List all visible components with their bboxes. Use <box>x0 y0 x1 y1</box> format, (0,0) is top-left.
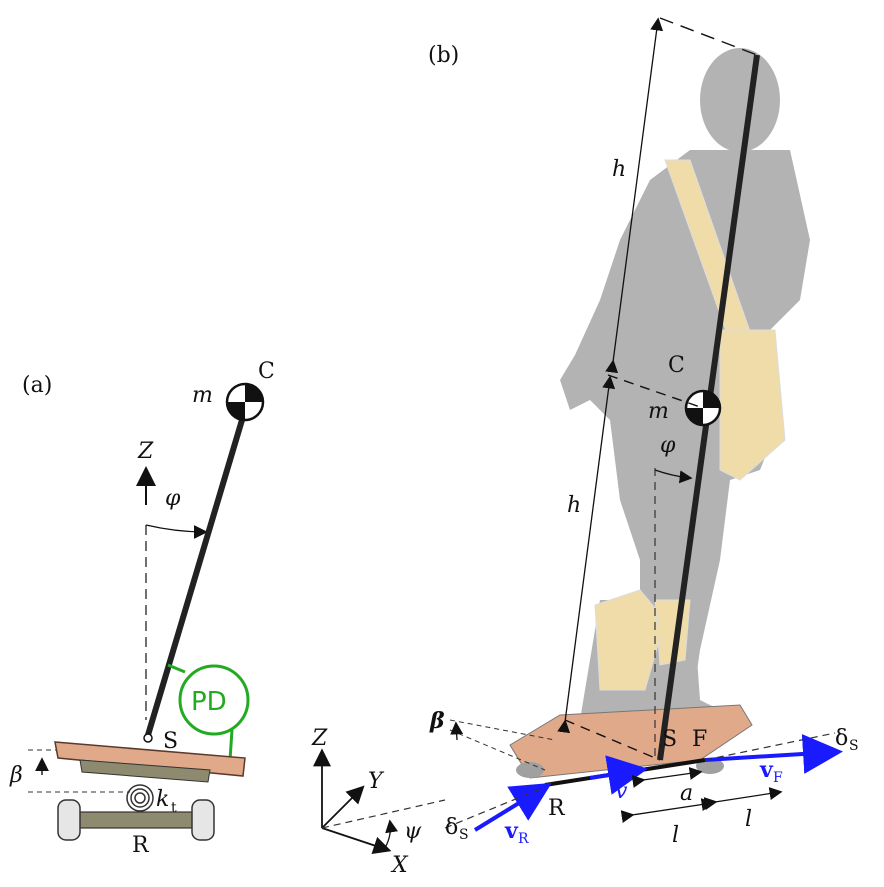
height-upper-label: h <box>612 157 626 182</box>
height-lower-label: h <box>567 493 581 518</box>
lean-angle-arc-b <box>654 469 693 484</box>
offset-a-label: a <box>680 781 693 806</box>
rider-accessories <box>594 159 786 691</box>
tilt-label: β <box>9 763 23 788</box>
rear-axle-label: R <box>132 833 150 858</box>
spring-sub-label: t <box>171 800 177 816</box>
pd-controller-label: PD <box>191 687 227 717</box>
lean-angle-label: φ <box>165 486 181 511</box>
rear-axle <box>75 811 197 829</box>
torsion-spring-icon <box>126 784 154 812</box>
rear-velocity-sub: R <box>518 831 529 847</box>
mass-label: m <box>192 383 213 408</box>
panel-b: (b) C m <box>311 17 859 878</box>
tilt-reference-b1 <box>449 729 546 771</box>
center-of-mass-icon-b <box>684 389 722 427</box>
truck-baseplate <box>79 759 211 783</box>
pendulum-rod <box>145 419 245 736</box>
length-l2-dimension <box>703 787 783 811</box>
front-velocity-label: v <box>759 757 774 783</box>
tilt-arrow-b <box>450 721 464 741</box>
length-l2-label: l <box>745 807 752 832</box>
height-dimension-lower <box>557 375 616 734</box>
pd-controller-circle <box>178 664 250 736</box>
length-l1-dimension <box>620 798 715 823</box>
skateboard-deck <box>54 741 246 777</box>
panel-b-label: (b) <box>428 43 459 68</box>
frame-z-label: Z <box>311 726 328 751</box>
front-steer-reference <box>704 732 836 761</box>
lean-angle-arc <box>145 524 208 539</box>
yaw-label: ψ <box>404 819 422 844</box>
joint-s-label-b: S <box>662 727 677 752</box>
rear-steer-label: δ <box>445 815 458 840</box>
rear-steer-reference <box>444 786 546 829</box>
spring-label: k <box>156 787 169 812</box>
left-wheel <box>57 799 81 841</box>
rear-steer-sub: S <box>459 827 469 843</box>
top-dashed-line <box>659 17 758 56</box>
rear-velocity-vector <box>473 782 552 832</box>
speed-vector <box>589 755 648 795</box>
joint-s-icon <box>143 733 153 743</box>
joint-s-label: S <box>163 729 178 754</box>
rear-wheel-b <box>516 762 544 778</box>
front-steer-sub: S <box>849 738 859 754</box>
axis-z-label: Z <box>137 439 154 464</box>
frame-x-label: X <box>390 853 409 878</box>
tilt-label-b: β <box>429 708 445 734</box>
front-velocity-vector <box>704 734 843 774</box>
right-wheel <box>191 799 215 841</box>
front-label: F <box>692 727 707 752</box>
pd-link-lower <box>228 729 234 761</box>
panel-a: (a) Z φ C m PD S β <box>9 359 275 858</box>
pd-link-upper <box>167 663 186 674</box>
front-steer-label: δ <box>835 726 848 751</box>
rear-velocity-label: v <box>504 818 519 844</box>
lean-angle-label-b: φ <box>660 433 676 458</box>
frame-y-label: Y <box>368 769 385 794</box>
center-of-mass-icon <box>225 382 265 422</box>
panel-a-label: (a) <box>22 373 52 398</box>
front-velocity-sub: F <box>773 770 783 786</box>
cog-label-b: C <box>668 353 685 378</box>
offset-a-dimension <box>631 767 703 788</box>
mass-label-b: m <box>648 399 669 424</box>
speed-label: v <box>615 779 628 804</box>
height-dimension-upper <box>605 17 664 374</box>
cog-label: C <box>258 359 275 384</box>
rear-label: R <box>548 796 566 821</box>
global-frame <box>313 748 446 854</box>
length-l1-label: l <box>672 823 679 848</box>
